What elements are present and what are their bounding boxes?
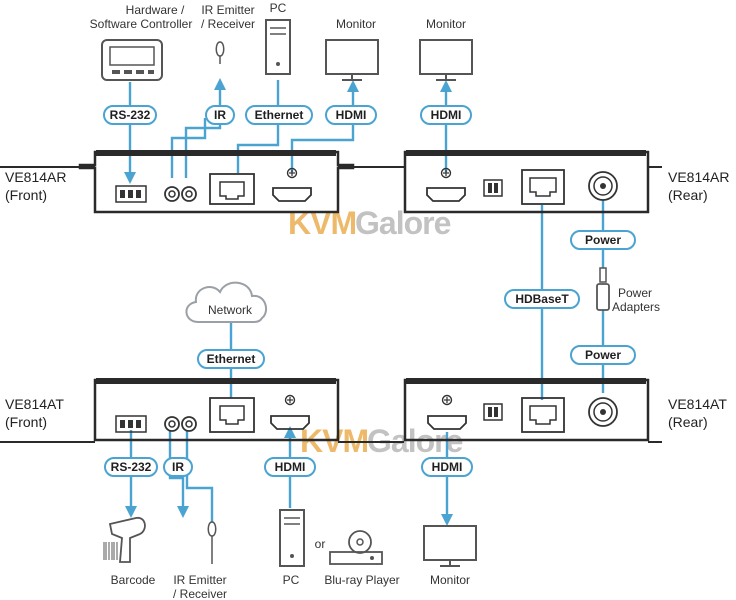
watermark-galore-text: Galore [355, 205, 451, 241]
dip-switch-icon [483, 403, 503, 421]
pc-label-top: PC [270, 1, 287, 15]
barcode-scanner-icon [103, 517, 146, 563]
pill-power-top-label: Power [585, 233, 621, 247]
pill-ir-top-label: IR [214, 108, 226, 122]
watermark-kvm-text: KVM [288, 205, 356, 241]
network-cloud-icon [185, 281, 268, 323]
ethernet-port-icon [209, 173, 255, 205]
line-ethernet-top [236, 80, 280, 173]
pc-tower-icon [265, 19, 291, 75]
power-adapter-icon [596, 267, 610, 311]
pill-hdmi-top-rear-label: HDMI [431, 108, 462, 122]
line-hdmi-front-top [290, 80, 359, 172]
ve814ar-front-name: VE814AR [5, 169, 66, 185]
pill-hdmi-bottom-rear: HDMI [421, 457, 473, 477]
pill-hdmi-bottom: HDMI [264, 457, 316, 477]
hdbaset-port-icon [521, 169, 565, 205]
ve814ar-rear-side: (Rear) [668, 187, 708, 203]
pill-rs232-bottom: RS-232 [104, 457, 158, 477]
hdmi-port-icon [427, 394, 467, 430]
dip-switch-icon [483, 179, 503, 197]
pill-ethernet-top: Ethernet [245, 105, 313, 125]
power-port-icon [588, 171, 618, 201]
ve814ar-rear-name: VE814AR [668, 169, 729, 185]
pill-ir-bottom: IR [163, 457, 193, 477]
pill-hdmi-top: HDMI [325, 105, 377, 125]
pill-ethernet-top-label: Ethernet [255, 108, 304, 122]
line-ir-b-bottom [185, 430, 214, 522]
device-ve814at-rear [403, 378, 662, 443]
ir-receiver-label-line1: IR Emitter [173, 573, 226, 587]
ve814at-front-side: (Front) [5, 414, 47, 430]
pc-label-bottom: PC [283, 573, 300, 587]
pill-power-bottom-label: Power [585, 348, 621, 362]
power-adapters-label-line1: Power [618, 286, 652, 300]
pill-ethernet-bottom: Ethernet [197, 349, 265, 369]
ethernet-port-icon [209, 397, 255, 433]
pill-ir-bottom-label: IR [172, 460, 184, 474]
pill-hdmi-top-label: HDMI [336, 108, 367, 122]
ve814at-front-name: VE814AT [5, 396, 64, 412]
line-ir-b-top [184, 78, 226, 178]
rs232-port-icon [115, 185, 147, 203]
pill-rs232-bottom-label: RS-232 [111, 460, 152, 474]
ir-emitter-icon [215, 41, 225, 64]
monitor-label-top-2: Monitor [426, 17, 466, 31]
bluray-player-icon [329, 530, 383, 565]
watermark-top: KVM Galore [288, 205, 452, 241]
rs232-port-icon [115, 415, 147, 433]
controller-icon [101, 39, 163, 81]
pill-ir-top: IR [205, 105, 235, 125]
pill-hdmi-bottom-label: HDMI [275, 460, 306, 474]
line-ir-a-bottom [168, 430, 189, 518]
monitor-label-bottom: Monitor [430, 573, 470, 587]
pill-rs232-top-label: RS-232 [110, 108, 151, 122]
ir-receiver-icon [207, 521, 217, 564]
power-port-icon [588, 397, 618, 427]
monitor-icon [423, 525, 477, 567]
pill-hdbaset-label: HDBaseT [515, 292, 569, 306]
ve814ar-front-side: (Front) [5, 187, 47, 203]
hdmi-port-icon [272, 167, 312, 202]
ve814at-rear-side: (Rear) [668, 414, 708, 430]
hardware-controller-label-line1: Hardware / [126, 3, 185, 17]
hdmi-port-icon [426, 167, 466, 202]
pill-hdmi-bottom-rear-label: HDMI [432, 460, 463, 474]
pill-power-top: Power [570, 230, 636, 250]
ve814at-rear-name: VE814AT [668, 396, 727, 412]
or-label: or [315, 537, 326, 551]
device-ve814at-front [0, 378, 404, 443]
hdmi-port-icon [270, 394, 310, 430]
device-ve814ar-rear [403, 150, 662, 214]
pill-rs232-top: RS-232 [103, 105, 157, 125]
hardware-controller-label-line2: Software Controller [90, 17, 193, 31]
ir-emitter-label-line2: / Receiver [201, 17, 255, 31]
device-ve814ar-front [0, 150, 404, 214]
pill-power-bottom: Power [570, 345, 636, 365]
network-label: Network [208, 303, 253, 317]
ir-receiver-label-line2: / Receiver [173, 587, 227, 600]
hdbaset-port-icon [521, 397, 565, 433]
pill-hdmi-top-rear: HDMI [420, 105, 472, 125]
barcode-label: Barcode [111, 573, 156, 587]
monitor-icon [419, 39, 473, 81]
ir-port-icon [164, 416, 197, 432]
pill-hdbaset: HDBaseT [504, 289, 580, 309]
pill-ethernet-bottom-label: Ethernet [207, 352, 256, 366]
ir-emitter-label-line1: IR Emitter [201, 3, 254, 17]
pc-tower-icon [279, 509, 305, 567]
monitor-icon [325, 39, 379, 81]
power-adapters-label-line2: Adapters [612, 300, 660, 314]
ir-port-icon [164, 186, 197, 202]
monitor-label-top-1: Monitor [336, 17, 376, 31]
bluray-label: Blu-ray Player [324, 573, 399, 587]
